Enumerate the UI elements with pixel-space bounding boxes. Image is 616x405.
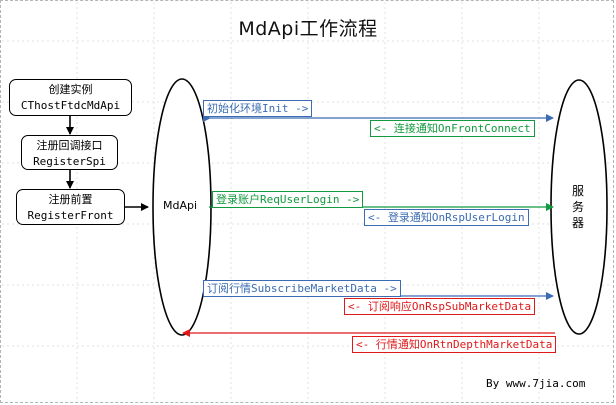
step-create-instance-label: 创建实例	[48, 83, 93, 96]
credit-text: By www.7jia.com	[486, 377, 586, 390]
msg-on-rtn-depth-market-data: <- 行情通知OnRtnDepthMarketData	[352, 336, 557, 353]
msg-init: 初始化环境Init ->	[203, 100, 313, 117]
mdapi-label: MdApi	[163, 199, 198, 212]
step-register-spi-api: RegisterSpi	[33, 155, 106, 168]
step-register-spi-label: 注册回调接口	[36, 139, 103, 152]
step-register-spi: 注册回调接口 RegisterSpi	[21, 135, 118, 170]
step-create-instance: 创建实例 CThostFtdcMdApi	[9, 79, 132, 116]
page-title: MdApi工作流程	[238, 18, 378, 40]
msg-on-rsp-sub-market-data: <- 订阅响应OnRspSubMarketData	[344, 298, 536, 315]
step-register-front: 注册前置 RegisterFront	[16, 189, 125, 225]
step-register-front-label: 注册前置	[48, 193, 93, 206]
server-label: 服 务 器	[571, 184, 584, 230]
msg-req-user-login: 登录账户ReqUserLogin ->	[212, 191, 364, 208]
step-register-front-api: RegisterFront	[27, 209, 114, 222]
msg-on-front-connect: <- 连接通知OnFrontConnect	[370, 120, 535, 137]
step-create-instance-api: CThostFtdcMdApi	[20, 99, 121, 112]
msg-on-rsp-user-login: <- 登录通知OnRspUserLogin	[364, 209, 529, 226]
msg-subscribe-market-data: 订阅行情SubscribeMarketData ->	[203, 280, 401, 297]
